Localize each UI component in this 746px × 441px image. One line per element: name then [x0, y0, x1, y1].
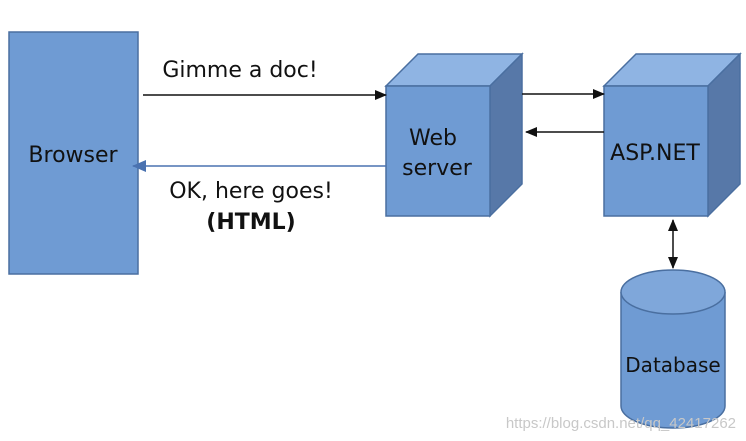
aspnet-front-face	[603, 85, 709, 217]
database-label: Database	[625, 353, 720, 377]
web-server-label-line1: Web	[409, 126, 457, 151]
database-node: Database	[620, 269, 726, 429]
web-server-node: Web server	[384, 52, 524, 218]
request-label: Gimme a doc!	[162, 58, 317, 83]
database-body	[620, 292, 726, 429]
aspnet-node: ASP.NET	[602, 52, 742, 218]
response-label-line1: OK, here goes!	[169, 179, 333, 204]
web-server-label-line2: server	[402, 156, 473, 181]
database-top	[620, 269, 726, 315]
browser-node: Browser	[8, 31, 139, 275]
aspnet-label: ASP.NET	[610, 141, 700, 166]
browser-label: Browser	[28, 143, 118, 168]
response-label-line2: (HTML)	[206, 210, 295, 235]
watermark-text: https://blog.csdn.net/qq_42417262	[506, 415, 736, 432]
browser-box	[8, 31, 139, 275]
web-server-front-face	[385, 85, 491, 217]
